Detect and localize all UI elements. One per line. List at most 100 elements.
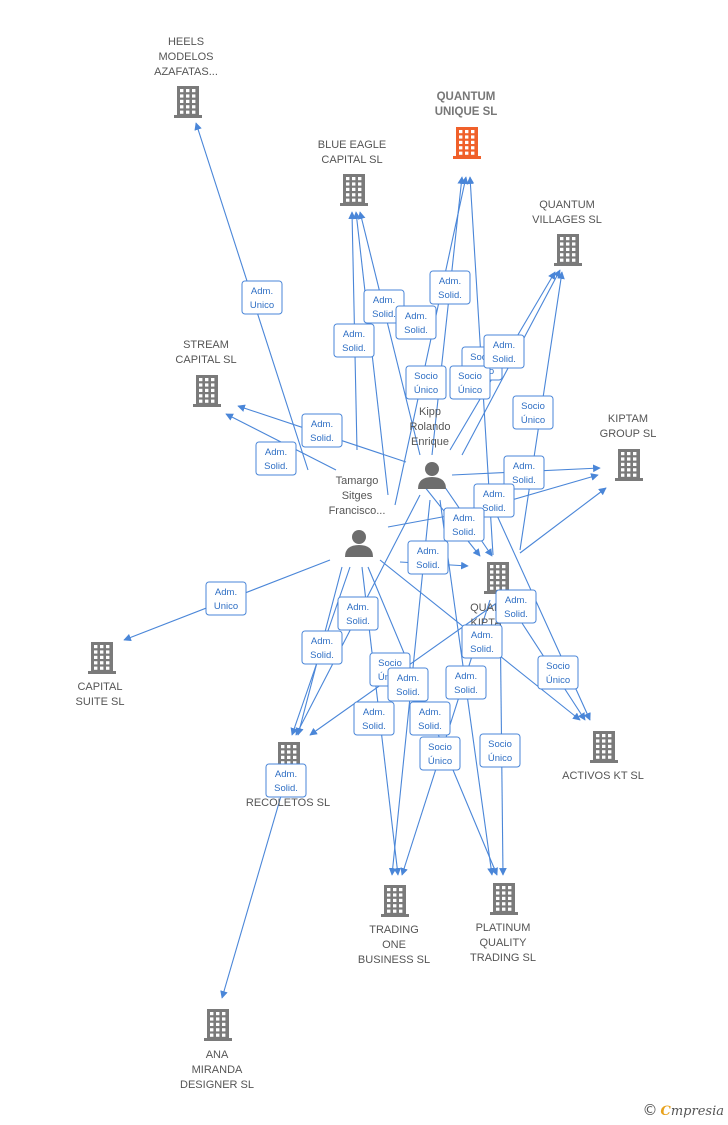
building-window [399,893,403,897]
building-window [627,452,631,456]
relation-badge[interactable]: Adm.Solid. [301,413,343,448]
node-tamargo[interactable]: TamargoSitgesFrancisco... [329,475,386,557]
building-window [358,187,362,191]
building-window [608,750,612,754]
building-window [222,1028,226,1032]
building-base [193,404,221,407]
node-label-line: TRADING [369,924,419,936]
building-window [192,94,196,98]
node-activos[interactable]: ACTIVOS KT SL [562,731,644,782]
badge-box [461,624,503,659]
edge-line [431,176,466,456]
building-window [199,388,203,392]
relation-badge[interactable]: Adm.Solid. [503,455,545,490]
node-label-line: Sitges [342,490,373,502]
building-base [554,263,582,266]
building-window [352,177,356,181]
relation-badge[interactable]: Adm.Solid. [387,667,429,702]
badge-text: Adm. [493,340,515,351]
relation-badge[interactable]: Adm.Solid. [429,270,471,305]
building-window [596,755,600,759]
edge-line [220,771,289,999]
building-window [216,1017,220,1021]
building-window [502,891,506,895]
relation-badge[interactable]: Adm.Solid. [255,441,297,476]
relation-badge[interactable]: Adm.Solid. [301,630,343,665]
relation-badge[interactable]: Adm.Solid. [353,701,395,736]
building-window [393,904,397,908]
relation-badge[interactable]: Adm.Solid. [337,596,379,631]
node-label-line: QUALITY [479,937,527,949]
badge-box [512,395,554,430]
badge-box [301,630,343,665]
building-window [572,247,576,251]
building-window [180,105,184,109]
edge-line [394,176,469,506]
relation-badge[interactable]: Adm.Solid. [333,323,375,358]
building-window [508,896,512,900]
building-window [211,399,215,403]
building-window [106,645,110,649]
building-window [358,182,362,186]
badge-text: Socio [378,658,402,669]
node-label-line: KIPTAM [608,413,648,425]
relation-badge[interactable]: Adm.Solid. [395,305,437,340]
building-window [627,457,631,461]
node-label-line: ANA [206,1049,229,1061]
node-heels[interactable]: HEELSMODELOSAZAFATAS... [154,36,218,118]
badge-text: Solid. [404,325,428,336]
relation-badge[interactable]: Adm.Solid. [407,540,449,575]
badge-box [407,540,449,575]
building-window [387,898,391,902]
badge-text: Adm. [343,329,365,340]
relation-badge[interactable]: Adm.Solid. [473,483,515,518]
badge-text: Solid. [470,644,494,655]
building-window [106,661,110,665]
building-window [596,739,600,743]
badge-box [255,441,297,476]
badge-box [337,596,379,631]
relation-badge[interactable]: Adm.Solid. [265,763,307,798]
relation-badge[interactable]: Adm.Solid. [409,701,451,736]
building-window [496,907,500,911]
building-window [459,140,463,144]
building-window [566,242,570,246]
relation-badge[interactable]: Adm.Solid. [483,334,525,369]
building-window [496,581,500,585]
badge-box [419,736,461,771]
relation-badge[interactable]: Adm.Solid. [363,289,405,324]
badge-text: Solid. [346,616,370,627]
relation-badge[interactable]: Adm.Solid. [445,665,487,700]
badge-box [449,365,491,400]
relation-badge[interactable]: Adm.Solid. [443,507,485,542]
relation-badge[interactable]: Adm.Solid. [495,589,537,624]
building-window [490,586,494,590]
building-window [496,575,500,579]
relation-badge[interactable]: Adm.Solid. [461,624,503,659]
building-window [94,661,98,665]
building-window [287,745,291,749]
building-window [199,378,203,382]
relation-badge[interactable]: Adm.Unico [241,280,283,315]
building-window [106,666,110,670]
building-window [572,253,576,257]
building-window [471,140,475,144]
building-window [346,177,350,181]
relation-badge[interactable]: Adm.Unico [205,581,247,616]
